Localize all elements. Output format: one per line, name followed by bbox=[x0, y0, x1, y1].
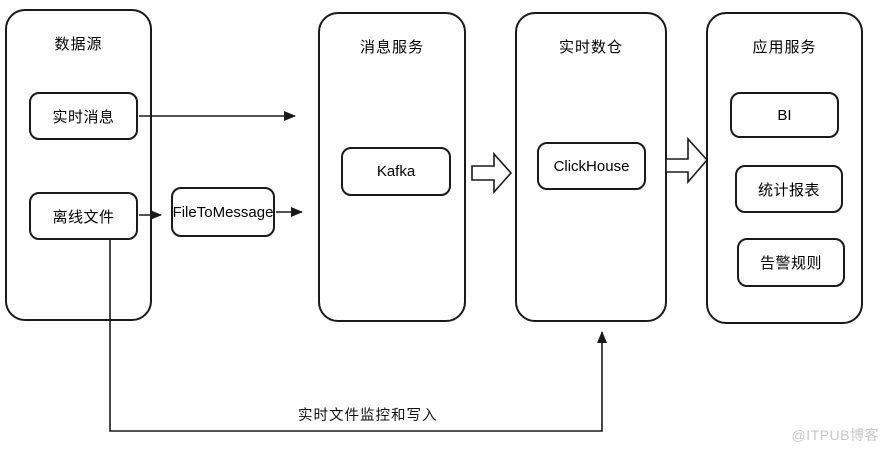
panel-datasource-title: 数据源 bbox=[54, 36, 103, 53]
watermark-itpub: @ITPUB博客 bbox=[791, 427, 879, 443]
panel-realtime-warehouse-title: 实时数仓 bbox=[558, 39, 623, 56]
node-kafka: Kafka bbox=[341, 147, 451, 196]
panel-datasource: 数据源 bbox=[5, 9, 152, 321]
edge-label-file-monitor: 实时文件监控和写入 bbox=[296, 404, 440, 425]
block-arrow-message-service-to-realtime-warehouse bbox=[471, 151, 513, 195]
node-stats-report: 统计报表 bbox=[735, 165, 843, 213]
node-realtime-message: 实时消息 bbox=[29, 92, 138, 140]
node-file-to-message: FileToMessage bbox=[171, 187, 275, 237]
node-alert-rules: 告警规则 bbox=[737, 238, 845, 287]
node-offline-file: 离线文件 bbox=[29, 192, 138, 240]
node-clickhouse: ClickHouse bbox=[537, 142, 646, 190]
block-arrow-realtime-warehouse-to-app-service bbox=[665, 136, 709, 185]
panel-app-service-title: 应用服务 bbox=[752, 39, 817, 56]
node-bi: BI bbox=[730, 92, 839, 138]
panel-message-service-title: 消息服务 bbox=[359, 39, 424, 56]
